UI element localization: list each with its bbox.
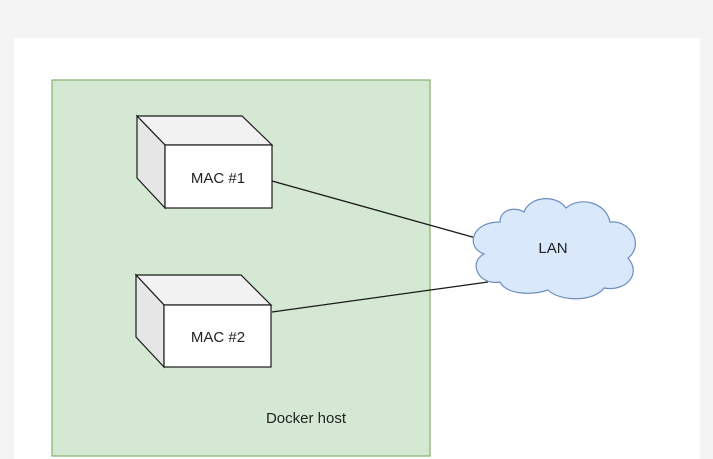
mac1-device-box: MAC #1 xyxy=(135,114,274,210)
lan-label: LAN xyxy=(538,240,567,257)
mac2-label: MAC #2 xyxy=(191,329,245,346)
mac2-device-box: MAC #2 xyxy=(134,273,273,369)
mac2-box-front xyxy=(163,304,272,368)
connection-mac2-lan xyxy=(271,281,489,313)
mac1-box-front xyxy=(164,144,273,209)
mac1-label: MAC #1 xyxy=(191,170,245,187)
lan-cloud-shape xyxy=(472,198,636,300)
lan-cloud: LAN xyxy=(472,198,636,300)
docker-host-label: Docker host xyxy=(266,410,347,427)
connection-mac1-lan xyxy=(271,180,477,239)
